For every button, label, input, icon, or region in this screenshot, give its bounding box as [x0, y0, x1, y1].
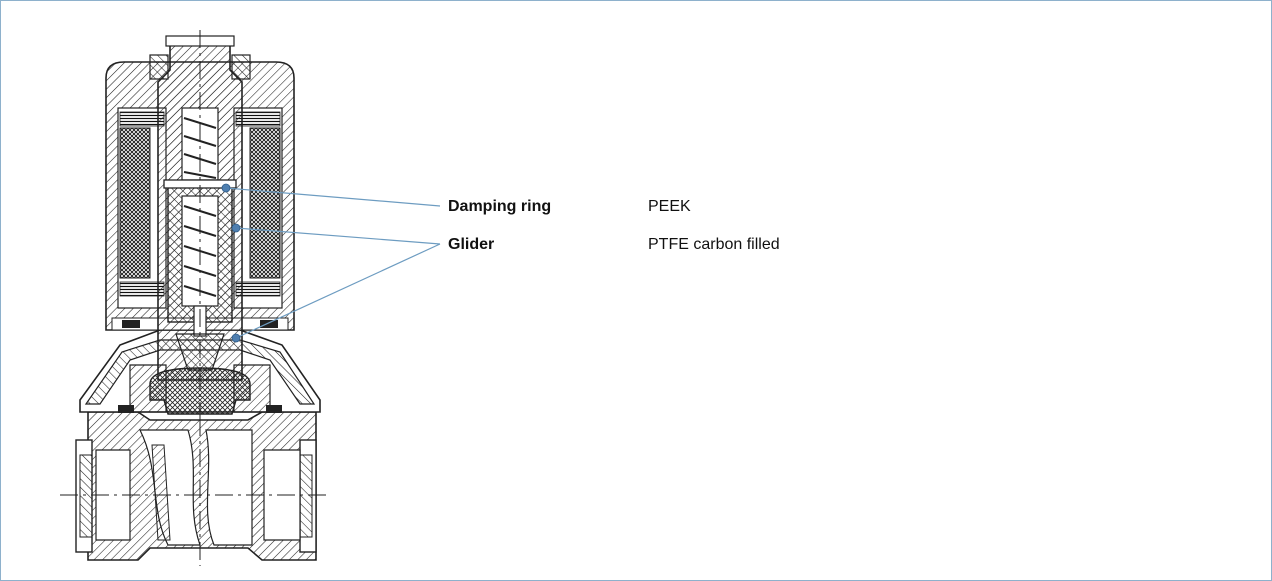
damping-ring-marker [221, 183, 231, 193]
leader-lines [221, 183, 441, 343]
glider-material: PTFE carbon filled [648, 236, 780, 253]
damping-ring-label: Damping ring [448, 198, 552, 215]
glider-marker-lower [231, 333, 241, 343]
valve-body [60, 411, 330, 566]
damping-ring-leader [225, 187, 441, 207]
glider-label: Glider [448, 236, 495, 253]
damping-ring-material: PEEK [648, 198, 691, 215]
glider-marker-upper [231, 223, 241, 233]
glider-leader-lower [235, 243, 441, 339]
armature-tube [149, 30, 251, 420]
glider-leader-upper [235, 227, 441, 245]
